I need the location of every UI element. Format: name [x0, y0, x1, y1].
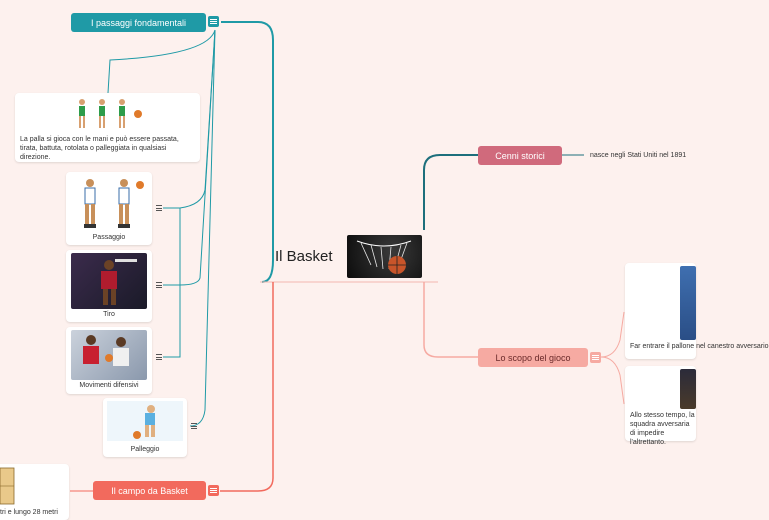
menu-icon[interactable]: [156, 282, 162, 288]
intro-text: La palla si gioca con le mani e può esse…: [20, 136, 179, 161]
card-movimenti[interactable]: Movimenti difensivi: [66, 327, 152, 394]
branch-campo-label: Il campo da Basket: [111, 485, 188, 496]
card-passaggio[interactable]: Passaggio: [66, 172, 152, 245]
hoop-photo-icon: [680, 266, 696, 340]
card-tiro[interactable]: Tiro: [66, 250, 152, 322]
menu-icon[interactable]: [191, 423, 197, 429]
branch-scopo-label: Lo scopo del gioco: [495, 352, 571, 363]
cenni-note-text: nasce negli Stati Uniti nel 1891: [590, 152, 687, 159]
central-title[interactable]: Il Basket: [275, 248, 333, 265]
branch-cenni-storici[interactable]: Cenni storici: [478, 146, 562, 165]
player-dunk-photo-icon: [71, 253, 147, 309]
game-photo-icon: [680, 369, 696, 409]
card-palleggio[interactable]: Palleggio: [103, 398, 187, 457]
scopo-text-1: Far entrare il pallone nel canestro avve…: [630, 343, 769, 350]
menu-icon[interactable]: [208, 16, 219, 27]
menu-icon[interactable]: [156, 205, 162, 211]
menu-icon[interactable]: [590, 352, 601, 363]
caption-passaggio: Passaggio: [92, 234, 126, 241]
cenni-note: nasce negli Stati Uniti nel 1891: [584, 148, 696, 163]
branch-passaggi-label: I passaggi fondamentali: [90, 17, 187, 28]
branch-cenni-storici-label: Cenni storici: [495, 150, 545, 161]
scopo-text-2: Allo stesso tempo, la squadra avversaria…: [630, 412, 695, 446]
branch-passaggi[interactable]: I passaggi fondamentali: [71, 13, 206, 32]
intro-card: La palla si gioca con le mani e può esse…: [15, 93, 200, 162]
scopo-card-1: Far entrare il pallone nel canestro avve…: [625, 263, 769, 359]
connector-lines: [70, 21, 625, 492]
defense-photo-icon: [71, 330, 147, 380]
menu-icon[interactable]: [156, 354, 162, 360]
caption-palleggio: Palleggio: [130, 446, 160, 453]
players-passing-icon: [84, 179, 144, 228]
player-dribbling-icon: [107, 401, 183, 441]
scopo-card-2: Allo stesso tempo, la squadra avversaria…: [625, 366, 696, 446]
branch-scopo[interactable]: Lo scopo del gioco: [478, 348, 588, 367]
caption-tiro: Tiro: [103, 311, 115, 318]
branch-campo[interactable]: Il campo da Basket: [93, 481, 206, 500]
players-drawing-icon: [79, 99, 142, 128]
basketball-hoop-photo-icon: [347, 235, 422, 278]
court-drawing-icon: [0, 467, 15, 505]
menu-icon[interactable]: [208, 485, 219, 496]
campo-card: tri e lungo 28 metri: [0, 464, 69, 520]
caption-movimenti: Movimenti difensivi: [79, 382, 139, 389]
campo-note: tri e lungo 28 metri: [0, 509, 58, 516]
